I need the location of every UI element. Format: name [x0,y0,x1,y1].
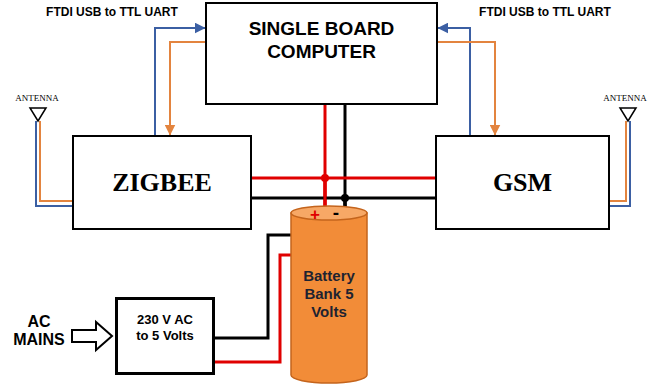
power-wire [215,235,291,362]
connector-path [345,198,435,207]
connector-path [252,178,325,207]
connector-path [344,105,347,207]
power-wire [325,105,345,207]
data-line [170,42,205,135]
data-line [438,28,470,135]
cylinder-top [291,206,367,220]
node-text: ZIGBEE [82,137,242,198]
node-text: 230 V AC to 5 Volts [135,300,195,343]
antenna-right [610,108,636,206]
node-text: SINGLE BOARD COMPUTER [222,4,422,64]
node-text: GSM [443,137,603,198]
polarity-sign: - [330,202,342,224]
antenna-left [30,108,72,206]
data-line [155,28,205,135]
connector-path [438,28,470,135]
antenna-label: ANTENNA [6,93,68,103]
mains-label: AC MAINS [8,313,70,350]
zigbee-module: ZIGBEE [72,135,252,230]
power-wire [252,178,345,207]
node-text: Battery Bank 5 Volts [295,205,363,321]
interface-label: FTDI USB to TTL UART [18,6,206,20]
antenna-label: ANTENNA [597,93,653,103]
power-adapter: 230 V AC to 5 Volts [115,297,215,375]
connector-path [215,255,291,362]
connector-path [325,178,435,207]
computer-box: SINGLE BOARD COMPUTER [205,2,438,105]
mains-arrow [72,322,112,350]
connector-path [215,235,291,338]
interface-label: FTDI USB to TTL UART [450,6,640,20]
connector-path [170,42,205,135]
power-wire [325,178,435,207]
battery-bank: Battery Bank 5 Volts [290,205,368,384]
junction-dot [341,194,349,202]
junction-dot [321,174,329,182]
gsm-module: GSM [435,135,610,230]
connector-path [155,28,205,135]
polarity-sign: + [309,205,321,225]
data-line [438,42,495,135]
connector-path [438,42,495,135]
